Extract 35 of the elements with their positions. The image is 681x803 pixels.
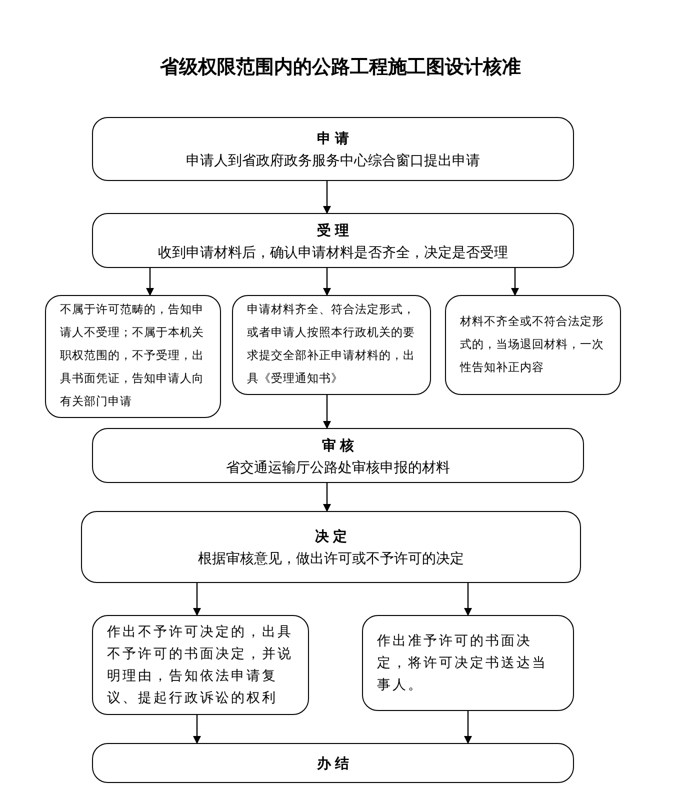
step-description: 收到申请材料后，确认申请材料是否齐全，决定是否受理 — [157, 242, 509, 262]
arrow — [323, 395, 331, 429]
diagram-title: 省级权限范围内的公路工程施工图设计核准 — [159, 56, 522, 80]
step-description: 省交通运输厅公路处审核申报的材料 — [225, 458, 451, 476]
arrow — [464, 583, 472, 616]
process-box — [92, 615, 309, 715]
step-heading: 受 理 — [316, 220, 350, 240]
process-box — [362, 615, 574, 711]
step-heading: 决 定 — [314, 527, 348, 546]
step-description: 作出准予许可的书面决定，将许可决定书送达当事人。 — [377, 632, 548, 694]
arrow — [323, 181, 331, 214]
arrow — [323, 483, 331, 512]
step-description: 申请材料齐全、符合法定形式，或者申请人按照本行政机关的要求提交全部补正申请材料的，出具《受理通知书》 — [247, 302, 416, 387]
step-description: 不属于许可范畴的，告知申请人不受理；不属于本机关职权范围的，不予受理，出具书面凭证，告知申请人向有关部门申请 — [60, 302, 205, 410]
arrow — [193, 715, 201, 744]
step-description: 作出不予许可决定的，出具不予许可的书面决定，并说明理由，告知依法申请复议、提起行政诉讼的权利 — [107, 623, 294, 707]
process-box — [81, 511, 581, 583]
step-description: 申请人到省政府政务服务中心综合窗口提出申请 — [185, 151, 481, 170]
arrow — [323, 268, 331, 296]
process-box — [445, 295, 621, 395]
process-box — [232, 295, 431, 395]
process-box — [92, 428, 584, 483]
step-heading: 审 核 — [321, 436, 355, 454]
arrow — [464, 711, 472, 744]
arrow — [146, 268, 154, 296]
arrow — [193, 583, 201, 616]
process-box — [45, 295, 221, 418]
process-box — [92, 213, 574, 268]
step-description: 材料不齐全或不符合法定形式的，当场退回材料，一次性告知补正内容 — [460, 314, 605, 376]
step-description: 办 结 — [316, 754, 350, 773]
step-heading: 申 请 — [316, 129, 350, 148]
process-box — [92, 743, 574, 783]
arrow — [511, 268, 519, 296]
process-box — [92, 117, 574, 181]
step-description: 根据审核意见，做出许可或不予许可的决定 — [197, 549, 465, 568]
